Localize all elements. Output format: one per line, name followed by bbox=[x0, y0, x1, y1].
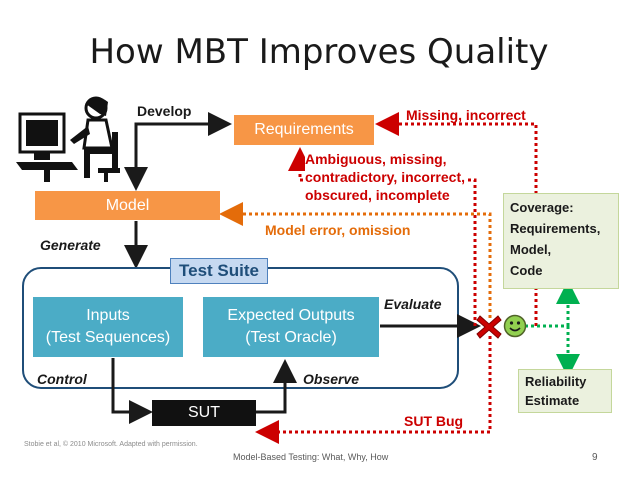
ambiguous-line: obscured, incomplete bbox=[305, 187, 450, 203]
inputs-line: (Test Sequences) bbox=[45, 329, 171, 346]
model-error-arrow bbox=[219, 202, 492, 318]
ambiguous-line: contradictory, incorrect, bbox=[305, 169, 466, 185]
ambiguous-label: Ambiguous, missing, contradictory, incor… bbox=[305, 150, 466, 204]
expected-line: Expected Outputs bbox=[227, 307, 355, 324]
evaluate-label: Evaluate bbox=[384, 296, 442, 312]
sut-label: SUT bbox=[188, 404, 220, 421]
model-error-label: Model error, omission bbox=[265, 222, 411, 238]
coverage-note: Coverage: Requirements, Model, Code bbox=[503, 193, 619, 289]
coverage-line: Coverage: bbox=[510, 200, 574, 215]
page-number: 9 bbox=[592, 452, 598, 463]
coverage-line: Requirements, bbox=[510, 221, 601, 236]
smiley-face-icon bbox=[503, 314, 527, 338]
coverage-line: Model, bbox=[510, 242, 552, 257]
reliability-line: Estimate bbox=[525, 393, 580, 408]
coverage-line: Code bbox=[510, 263, 543, 278]
inputs-box: Inputs (Test Sequences) bbox=[33, 297, 183, 357]
sut-box: SUT bbox=[152, 400, 256, 426]
develop-arrow bbox=[134, 112, 232, 142]
inputs-line: Inputs bbox=[86, 307, 130, 324]
observe-label: Observe bbox=[303, 371, 360, 387]
person-at-computer-icon bbox=[14, 92, 126, 184]
missing-incorrect-label: Missing, incorrect bbox=[406, 107, 526, 123]
model-box: Model bbox=[35, 191, 220, 220]
requirements-label: Requirements bbox=[254, 121, 354, 138]
reliability-note: Reliability Estimate bbox=[518, 369, 612, 413]
footer-credit: Stobie et al, © 2010 Microsoft. Adapted … bbox=[24, 441, 198, 448]
ambiguous-arrow bbox=[288, 147, 477, 326]
control-arrow bbox=[111, 358, 153, 424]
slide-title: How MBT Improves Quality bbox=[89, 32, 549, 72]
develop-label: Develop bbox=[137, 103, 192, 119]
expected-line: (Test Oracle) bbox=[245, 329, 337, 346]
generate-label: Generate bbox=[40, 237, 101, 253]
control-label: Control bbox=[37, 371, 87, 387]
model-label: Model bbox=[105, 196, 150, 214]
footer-title: Model-Based Testing: What, Why, How bbox=[233, 452, 389, 462]
test-suite-label: Test Suite bbox=[179, 261, 259, 280]
ambiguous-line: Ambiguous, missing, bbox=[305, 151, 447, 167]
sut-bug-arrow bbox=[255, 336, 492, 444]
test-suite-title: Test Suite bbox=[170, 258, 268, 284]
sut-bug-label: SUT Bug bbox=[404, 413, 464, 429]
requirements-box: Requirements bbox=[234, 115, 374, 145]
red-x-icon bbox=[476, 314, 502, 340]
reliability-line: Reliability bbox=[525, 374, 587, 389]
expected-outputs-box: Expected Outputs (Test Oracle) bbox=[203, 297, 379, 357]
